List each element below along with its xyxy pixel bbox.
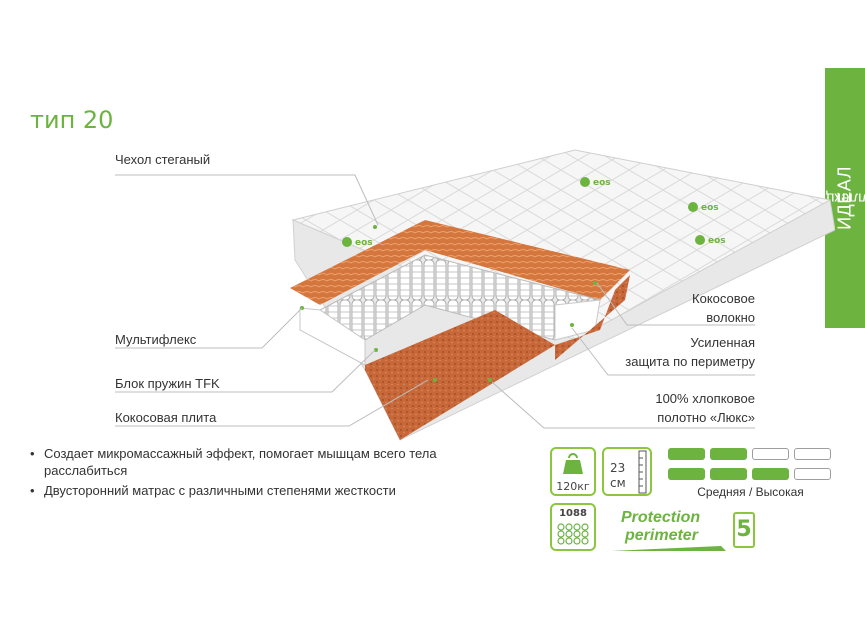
firmness-label: Средняя / Высокая bbox=[697, 485, 804, 499]
height-value: 23 bbox=[610, 461, 626, 475]
spring-count-value: 1088 bbox=[559, 508, 587, 519]
max-load-value: 120кг bbox=[556, 480, 590, 493]
label-cover: Чехол стеганый bbox=[115, 152, 211, 167]
label-cotton: 100% хлопковое полотно «Люкс» bbox=[655, 391, 755, 425]
brand-logo: eos eos eos eos bbox=[342, 177, 726, 248]
height-unit: см bbox=[610, 476, 626, 490]
collection-tab: коллекция ИДЕАЛ bbox=[809, 68, 865, 328]
svg-text:eos: eos bbox=[355, 238, 373, 248]
svg-text:eos: eos bbox=[708, 236, 726, 246]
warranty-years: 5 bbox=[736, 517, 752, 542]
protection-line1: Protection bbox=[621, 509, 701, 526]
features-list: Создает микромассажный эффект, помогает … bbox=[30, 445, 470, 502]
firmness-scale bbox=[668, 448, 833, 482]
protection-perimeter-badge: Protection perimeter bbox=[611, 509, 726, 551]
label-coir-fiber: Кокосовое волокно bbox=[692, 291, 755, 325]
weight-icon bbox=[563, 453, 583, 474]
label-multiflex: Мультифлекс bbox=[115, 332, 197, 347]
cutout-fiber-layer bbox=[290, 220, 630, 305]
label-coir-plate: Кокосовая плита bbox=[115, 410, 217, 425]
warranty-badge: 5 bbox=[733, 512, 755, 548]
page-title: тип 20 bbox=[30, 106, 114, 134]
svg-text:eos: eos bbox=[701, 203, 719, 213]
protection-line2: perimeter bbox=[625, 527, 698, 544]
feature-item: Создает микромассажный эффект, помогает … bbox=[30, 445, 470, 479]
mattress-cutaway-illustration: eos eos eos eos bbox=[290, 149, 835, 441]
label-springs: Блок пружин TFK bbox=[115, 376, 220, 391]
ruler-icon bbox=[638, 450, 647, 494]
perimeter-underline-icon bbox=[611, 546, 726, 551]
label-perimeter: Усиленная защита по периметру bbox=[625, 335, 755, 369]
max-load-badge: 120кг bbox=[550, 447, 596, 496]
springs-icon bbox=[557, 523, 589, 545]
spring-count-badge: 1088 bbox=[550, 503, 596, 551]
height-badge: 23 см bbox=[602, 447, 652, 496]
svg-text:eos: eos bbox=[593, 178, 611, 188]
feature-item: Двусторонний матрас с различными степеня… bbox=[30, 482, 470, 499]
